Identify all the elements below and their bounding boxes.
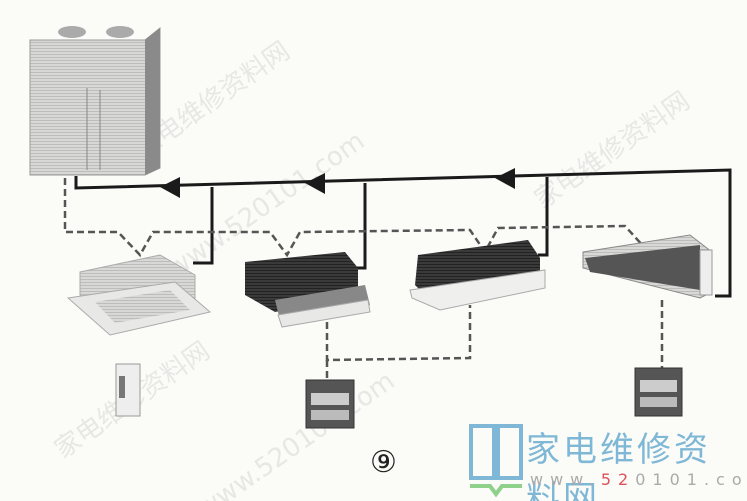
book-icon <box>469 424 523 498</box>
wired-controller-1 <box>305 379 355 429</box>
indoor-unit-ducted-1 <box>245 252 371 328</box>
indoor-unit-cassette <box>66 254 212 336</box>
url-rest: 0101.com <box>635 470 747 489</box>
wired-controller-2 <box>634 367 683 417</box>
indoor-unit-ducted-2 <box>409 240 546 311</box>
refrigerant-pipe <box>74 168 732 298</box>
indoor-unit-slim-duct <box>582 234 713 299</box>
outdoor-unit <box>29 26 161 176</box>
flow-arrow-icon <box>160 168 515 198</box>
logo-url: www.520101.com <box>530 470 747 489</box>
figure-label: ⑨ <box>370 445 397 480</box>
url-prefix: www. <box>530 470 601 489</box>
site-logo: 家电维修资料网 www.520101.com <box>468 420 747 501</box>
signal-wiring <box>63 178 664 380</box>
logo-text: 家电维修资料网 <box>526 430 711 501</box>
remote-controller <box>115 363 141 417</box>
url-highlight: 52 <box>600 470 636 489</box>
